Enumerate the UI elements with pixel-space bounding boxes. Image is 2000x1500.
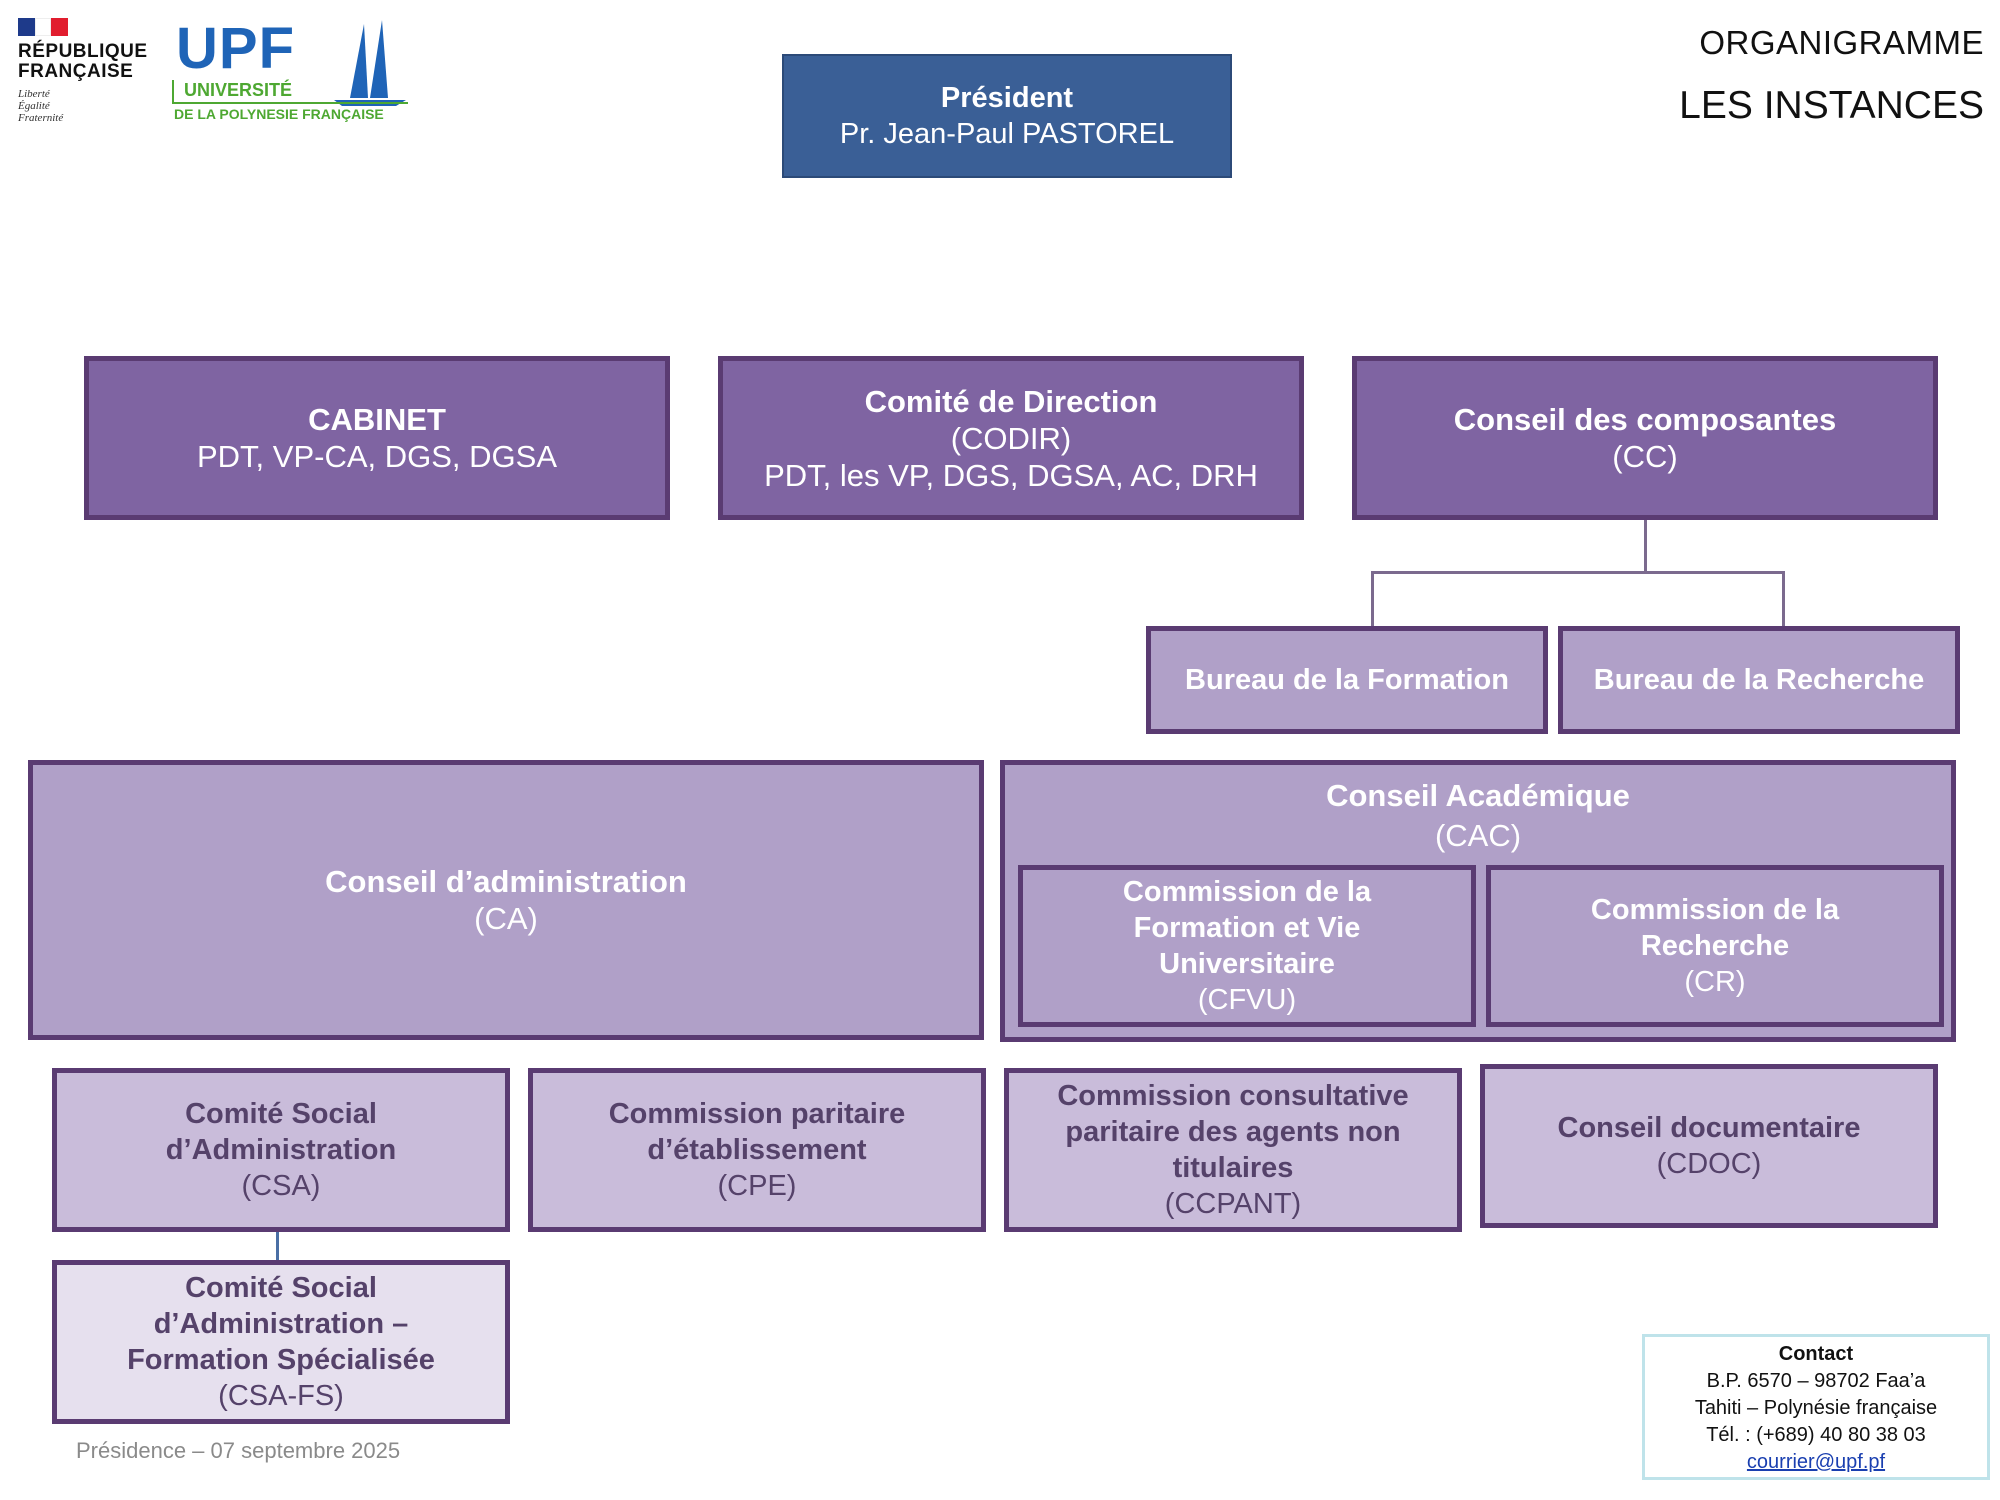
ca-abbr: (CA) <box>474 901 538 936</box>
president-name: Pr. Jean-Paul PASTOREL <box>839 118 1175 150</box>
cac-abbr: (CAC) <box>1434 818 1522 853</box>
cac-box: Conseil Académique (CAC) Commission de l… <box>1000 760 1956 1042</box>
codir-abbr: (CODIR) <box>950 420 1072 456</box>
president-box: Président Pr. Jean-Paul PASTOREL <box>782 54 1232 178</box>
contact-heading: Contact <box>1778 1343 1854 1365</box>
cpe-abbr: (CPE) <box>717 1170 797 1202</box>
csa-abbr: (CSA) <box>241 1170 321 1202</box>
cfvu-line1: Commission de la <box>1122 876 1372 908</box>
cabinet-title: CABINET <box>308 402 446 437</box>
cabinet-members: PDT, VP-CA, DGS, DGSA <box>196 439 557 474</box>
upf-subtitle: DE LA POLYNESIE FRANÇAISE <box>174 106 384 122</box>
ccpant-line3: titulaires <box>1172 1152 1294 1184</box>
cc-title: Conseil des composantes <box>1453 402 1837 437</box>
ccpant-abbr: (CCPANT) <box>1164 1188 1302 1220</box>
cr-box: Commission de la Recherche (CR) <box>1486 865 1944 1027</box>
republique-motto3: Fraternité <box>18 112 64 124</box>
footer-text: Présidence – 07 septembre 2025 <box>76 1438 401 1463</box>
csafs-abbr: (CSA-FS) <box>218 1380 344 1412</box>
connector-cc-down <box>1644 520 1647 572</box>
republique-line2: FRANÇAISE <box>18 61 134 82</box>
connector-csa-csafs <box>276 1232 279 1262</box>
header-label: ORGANIGRAMME <box>1699 24 1984 61</box>
republique-motto1: Liberté <box>18 88 50 100</box>
cpe-line1: Commission paritaire <box>608 1098 906 1130</box>
header-title: LES INSTANCES <box>1679 84 1984 127</box>
republique-line1: RÉPUBLIQUE <box>18 41 148 62</box>
president-title: Président <box>940 82 1074 114</box>
upf-acronym: UPF <box>176 16 295 81</box>
cc-abbr: (CC) <box>1612 439 1678 474</box>
contact-email-link[interactable]: courrier@upf.pf <box>1746 1451 1886 1473</box>
cdoc-title: Conseil documentaire <box>1557 1112 1861 1144</box>
csafs-line1: Comité Social <box>185 1272 377 1304</box>
connector-cc-horizontal <box>1371 571 1785 574</box>
ca-title: Conseil d’administration <box>325 864 687 899</box>
cr-line2: Recherche <box>1640 930 1790 962</box>
csafs-line3: Formation Spécialisée <box>127 1344 435 1376</box>
cfvu-line2: Formation et Vie <box>1133 912 1361 944</box>
cpe-line2: d’établissement <box>647 1134 867 1166</box>
contact-location: Tahiti – Polynésie française <box>1694 1397 1938 1419</box>
contact-address: B.P. 6570 – 98702 Faa’a <box>1706 1370 1926 1392</box>
csafs-line2: d’Administration – <box>153 1308 409 1340</box>
csa-line2: d’Administration <box>165 1134 397 1166</box>
codir-title: Comité de Direction <box>864 383 1158 419</box>
contact-box: Contact B.P. 6570 – 98702 Faa’a Tahiti –… <box>1642 1334 1990 1480</box>
cfvu-line3: Universitaire <box>1159 948 1335 980</box>
upf-universite: UNIVERSITÉ <box>184 80 293 100</box>
cdoc-abbr: (CDOC) <box>1656 1148 1762 1180</box>
codir-box: Comité de Direction (CODIR) PDT, les VP,… <box>718 356 1304 520</box>
connector-bureau-recherche <box>1782 571 1785 627</box>
bureau-formation-title: Bureau de la Formation <box>1185 664 1509 696</box>
bureau-formation-box: Bureau de la Formation <box>1146 626 1548 734</box>
cr-line1: Commission de la <box>1590 894 1840 926</box>
cfvu-box: Commission de la Formation et Vie Univer… <box>1018 865 1476 1027</box>
bureau-recherche-box: Bureau de la Recherche <box>1558 626 1960 734</box>
csa-line1: Comité Social <box>185 1098 377 1130</box>
upf-logo: UPF UNIVERSITÉ DE LA POLYNESIE FRANÇAISE <box>172 18 412 128</box>
cdoc-box: Conseil documentaire (CDOC) <box>1480 1064 1938 1228</box>
republique-motto2: Égalité <box>18 100 50 112</box>
ccpant-line1: Commission consultative <box>1057 1080 1409 1112</box>
connector-bureau-formation <box>1371 571 1374 627</box>
cr-abbr: (CR) <box>1684 966 1746 998</box>
codir-members: PDT, les VP, DGS, DGSA, AC, DRH <box>764 457 1258 493</box>
cpe-box: Commission paritaire d’établissement (CP… <box>528 1068 986 1232</box>
ccpant-line2: paritaire des agents non <box>1065 1116 1401 1148</box>
ca-box: Conseil d’administration (CA) <box>28 760 984 1040</box>
contact-phone: Tél. : (+689) 40 80 38 03 <box>1706 1424 1926 1446</box>
french-flag-icon <box>18 18 68 36</box>
csa-box: Comité Social d’Administration (CSA) <box>52 1068 510 1232</box>
cabinet-box: CABINET PDT, VP-CA, DGS, DGSA <box>84 356 670 520</box>
ccpant-box: Commission consultative paritaire des ag… <box>1004 1068 1462 1232</box>
republique-francaise-logo: RÉPUBLIQUE FRANÇAISE Liberté Égalité Fra… <box>18 18 148 128</box>
csafs-box: Comité Social d’Administration – Formati… <box>52 1260 510 1424</box>
upf-sail-icon <box>330 18 410 108</box>
cfvu-abbr: (CFVU) <box>1197 984 1297 1016</box>
cc-box: Conseil des composantes (CC) <box>1352 356 1938 520</box>
cac-title: Conseil Académique <box>1326 778 1630 813</box>
bureau-recherche-title: Bureau de la Recherche <box>1593 664 1925 696</box>
